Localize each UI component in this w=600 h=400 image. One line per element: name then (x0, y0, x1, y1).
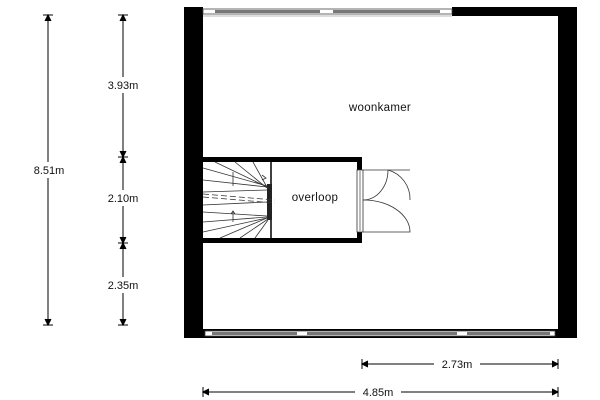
bottom-window (204, 330, 556, 337)
dim-width-total: 4.85m (363, 387, 394, 399)
outer-walls (184, 7, 577, 338)
top-window (202, 8, 453, 17)
room-label-woonkamer: woonkamer (348, 102, 411, 114)
dim-segment-middle: 2.10m (108, 193, 139, 205)
dim-total-height: 8.51m (34, 165, 65, 177)
staircase (202, 161, 276, 239)
dim-width-partial: 2.73m (442, 359, 473, 371)
door[interactable] (356, 169, 411, 233)
dim-segment-top: 3.93m (108, 80, 139, 92)
dim-segment-bottom: 2.35m (108, 280, 139, 292)
room-label-overloop: overloop (292, 192, 339, 204)
